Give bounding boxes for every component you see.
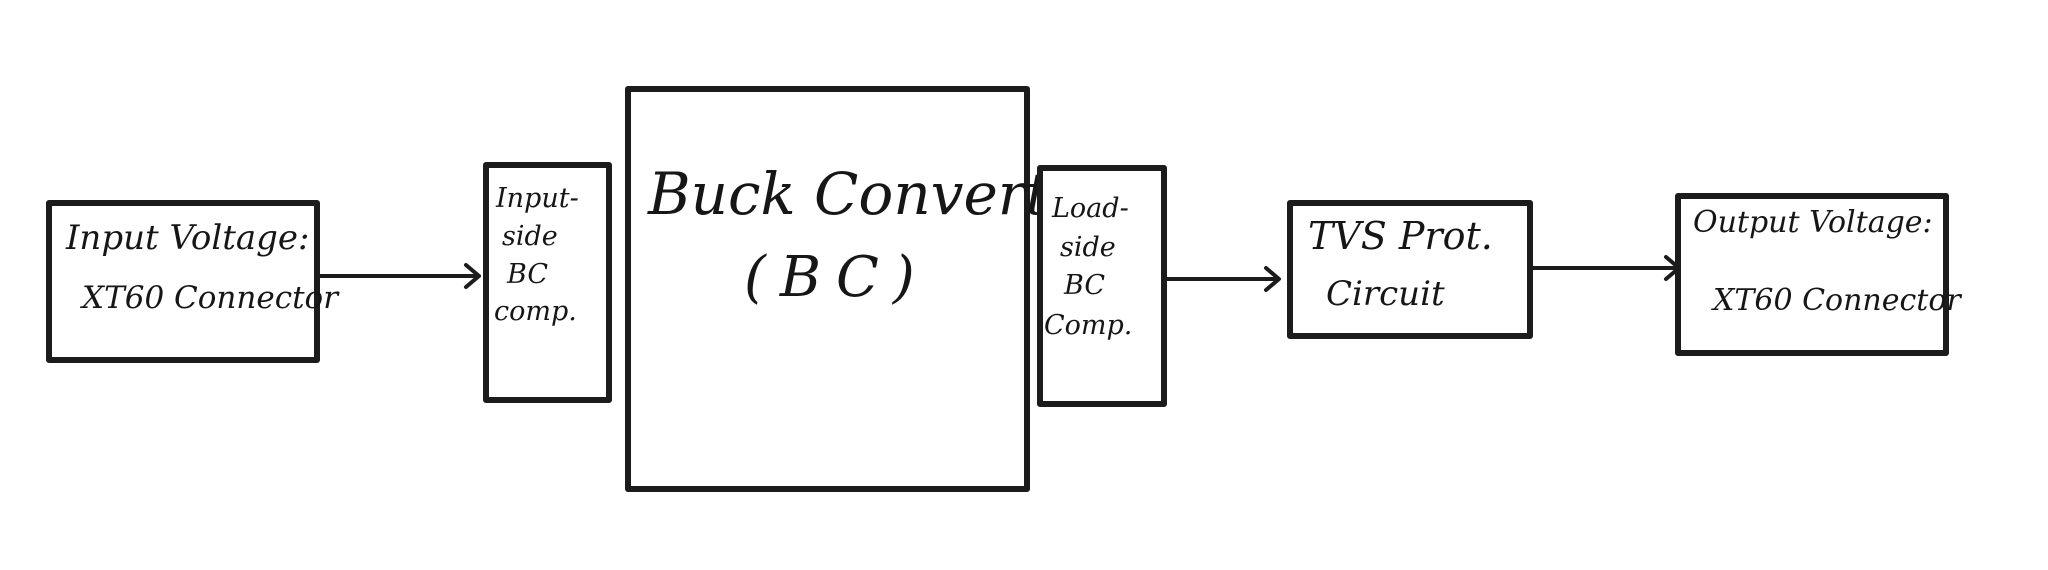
arrow-load-comp-to-tvs xyxy=(1165,266,1281,292)
input-side-comp-label-3: BC xyxy=(507,259,549,290)
load-side-comp-block xyxy=(1037,165,1167,407)
arrow-tvs-to-output xyxy=(1531,255,1681,281)
load-side-comp-label-1: Load- xyxy=(1052,193,1129,224)
load-side-comp-label-4: Comp. xyxy=(1044,310,1133,341)
input-voltage-label: Input Voltage: xyxy=(66,218,310,258)
input-side-comp-block xyxy=(483,162,612,403)
buck-converter-abbrev-label: (BC) xyxy=(744,245,929,310)
input-connector-label: XT60 Connector xyxy=(82,280,339,316)
tvs-protection-label: TVS Prot. xyxy=(1308,214,1493,258)
load-side-comp-label-2: side xyxy=(1060,232,1116,263)
output-voltage-label: Output Voltage: xyxy=(1693,205,1933,240)
input-side-comp-label-2: side xyxy=(502,221,558,252)
input-voltage-block xyxy=(46,200,320,363)
input-side-comp-label-1: Input- xyxy=(496,183,579,214)
output-connector-label: XT60 Connector xyxy=(1713,283,1961,318)
load-side-comp-label-3: BC xyxy=(1064,270,1106,301)
buck-converter-block xyxy=(625,86,1030,492)
input-side-comp-label-4: comp. xyxy=(494,296,577,327)
arrow-input-to-input-comp xyxy=(318,263,481,289)
tvs-circuit-label: Circuit xyxy=(1326,274,1445,314)
tvs-protection-block xyxy=(1287,200,1533,339)
output-voltage-block xyxy=(1675,193,1949,356)
